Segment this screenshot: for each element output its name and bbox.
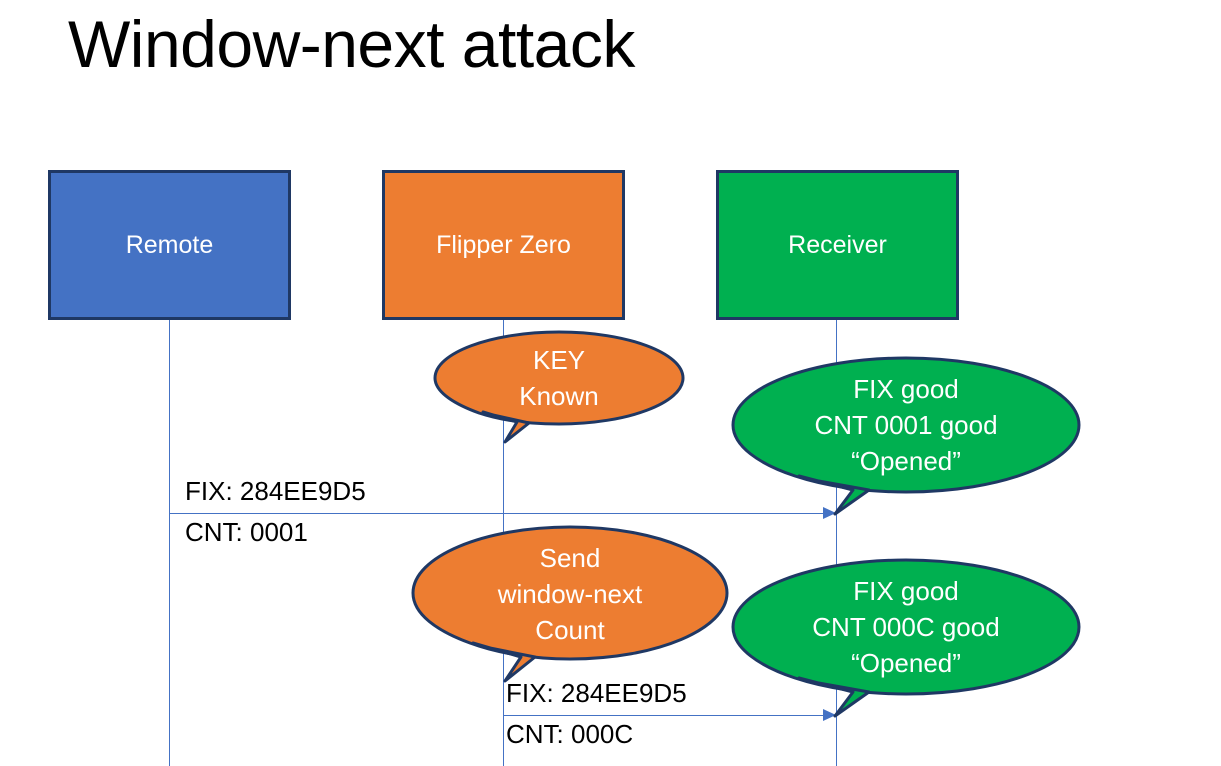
actor-box-flipper-zero: Flipper Zero [382, 170, 625, 320]
message-label-cnt-1: CNT: 0001 [185, 517, 308, 547]
message-label-fix-1: FIX: 284EE9D5 [185, 476, 366, 506]
message-arrow-line-1 [169, 513, 824, 514]
speech-bubble-fix-cnt-0001: FIX good CNT 0001 good “Opened” [731, 356, 1081, 518]
lifeline-remote [169, 320, 170, 766]
speech-bubble-fix-cnt-000c: FIX good CNT 000C good “Opened” [731, 558, 1081, 720]
message-arrowhead-icon-2 [823, 709, 836, 721]
speech-bubble-send-window-next-count: Send window-next Count [411, 525, 729, 685]
message-arrow-line-2 [503, 715, 824, 716]
page-title: Window-next attack [68, 7, 635, 81]
message-arrowhead-icon-1 [823, 507, 836, 519]
actor-label-receiver: Receiver [788, 231, 887, 259]
actor-label-flipper-zero: Flipper Zero [436, 231, 571, 259]
actor-box-remote: Remote [48, 170, 291, 320]
message-label-fix-2: FIX: 284EE9D5 [506, 678, 687, 708]
actor-box-receiver: Receiver [716, 170, 959, 320]
speech-bubble-key-known: KEY Known [433, 330, 685, 448]
lifeline-receiver [836, 320, 837, 766]
message-label-cnt-2: CNT: 000C [506, 719, 634, 749]
actor-label-remote: Remote [125, 231, 214, 259]
